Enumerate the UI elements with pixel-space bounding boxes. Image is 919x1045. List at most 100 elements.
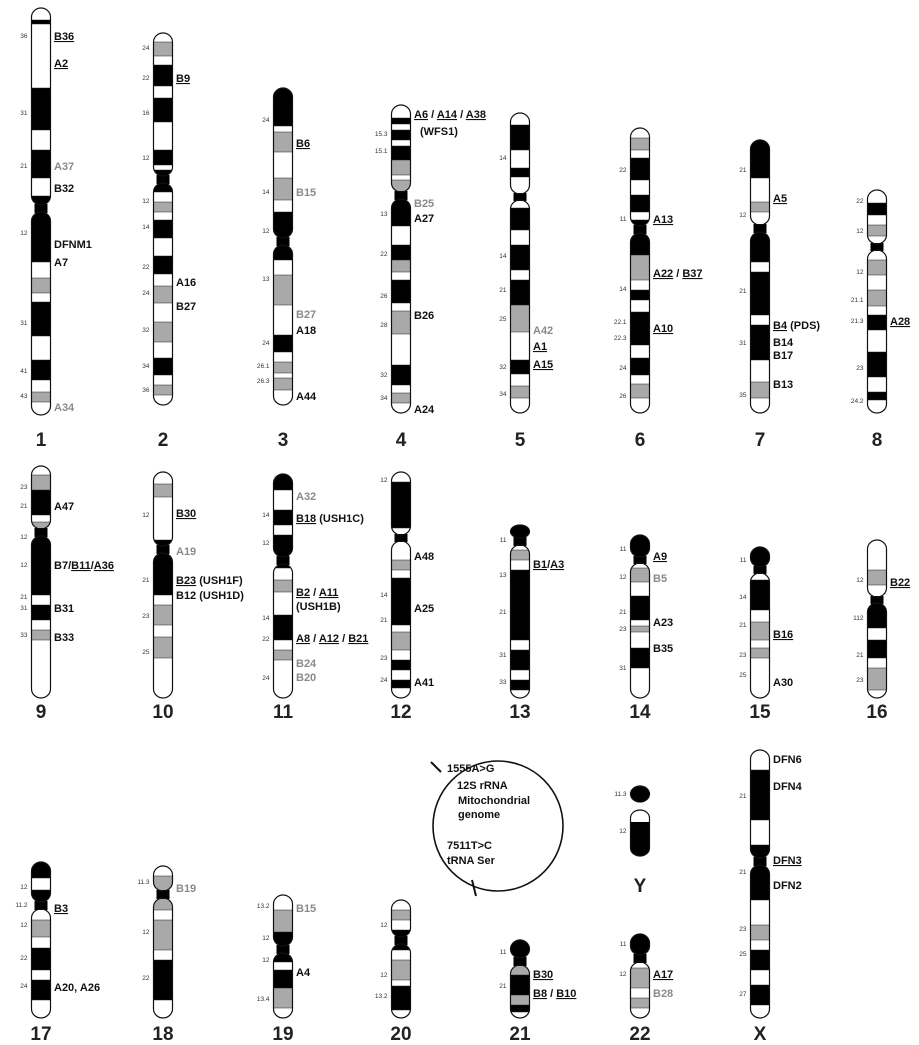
band-stain [392, 175, 411, 180]
band-label: 22 [262, 636, 270, 643]
band-label: 14 [619, 286, 627, 293]
band-stain [392, 930, 411, 937]
band-label: 26 [380, 293, 388, 300]
band-stain [154, 33, 173, 42]
band-stain [32, 278, 51, 293]
locus-label: B3 [54, 903, 68, 915]
band-stain [32, 24, 51, 88]
band-stain [511, 690, 530, 698]
band-label: 21 [739, 288, 747, 295]
band-stain [154, 342, 173, 358]
band-stain [274, 650, 293, 660]
band-stain [751, 925, 770, 940]
band-stain [868, 352, 887, 377]
band-label: 12 [142, 155, 150, 162]
locus-label: B23 (USH1F) [176, 575, 243, 587]
band-stain [868, 570, 887, 585]
band-stain [751, 382, 770, 398]
band-stain [631, 568, 650, 582]
band-stain [751, 622, 770, 640]
band-stain [392, 365, 411, 385]
locus-label: A8 / A12 / B21 [296, 633, 368, 645]
band-stain [274, 568, 293, 580]
band-stain [154, 358, 173, 375]
chromosome-number: Y [634, 876, 647, 897]
locus-label: B36 [54, 31, 74, 43]
chromosome-number: 21 [509, 1024, 531, 1045]
band-label: 24 [380, 677, 388, 684]
band-stain [154, 42, 173, 56]
band-label: 12 [142, 198, 150, 205]
band-stain [274, 660, 293, 698]
band-stain [511, 270, 530, 280]
band-label: 14 [262, 512, 270, 519]
band-stain [32, 490, 51, 515]
band-label: 11 [620, 546, 627, 553]
band-label: 12 [262, 540, 270, 547]
band-stain [154, 192, 173, 202]
band-stain [392, 688, 411, 698]
locus-label: B32 [54, 183, 74, 195]
band-stain [511, 386, 530, 398]
locus-label: A24 [414, 404, 435, 416]
band-stain [511, 208, 530, 230]
band-stain [392, 118, 411, 124]
band-label: 22 [380, 251, 388, 258]
band-stain [32, 20, 51, 24]
band-label: 34 [499, 391, 507, 398]
band-stain [392, 272, 411, 280]
band-stain [32, 178, 51, 196]
band-stain [511, 280, 530, 305]
band-stain [751, 900, 770, 925]
band-label: 11 [620, 941, 627, 948]
band-label: 14 [142, 224, 150, 231]
band-stain [631, 312, 650, 345]
band-stain [392, 650, 411, 660]
band-stain [32, 392, 51, 402]
band-label: 32 [142, 327, 150, 334]
band-stain [392, 980, 411, 986]
band-stain [868, 377, 887, 392]
band-stain [274, 910, 293, 932]
band-label: 25 [739, 951, 747, 958]
band-stain [511, 560, 530, 570]
band-stain [154, 122, 173, 150]
band-label: 12 [142, 512, 150, 519]
band-stain [274, 525, 293, 535]
band-stain [32, 980, 51, 1000]
band-label: 33 [499, 679, 507, 686]
band-stain [868, 603, 887, 628]
band-stain [274, 970, 293, 988]
band-stain [751, 232, 770, 262]
band-stain [154, 385, 173, 395]
locus-label: A13 [653, 214, 673, 226]
band-stain [32, 630, 51, 640]
locus-label: B25 [414, 198, 434, 210]
band-label: 12 [20, 562, 28, 569]
locus-label: A2 [54, 58, 68, 70]
band-stain [154, 98, 173, 122]
band-label: 11.3 [137, 879, 150, 886]
locus-label: B35 [653, 643, 673, 655]
band-stain [154, 86, 173, 98]
band-stain [274, 615, 293, 640]
band-stain [511, 305, 530, 332]
band-stain [274, 962, 293, 970]
band-stain [631, 345, 650, 358]
band-stain [274, 580, 293, 592]
band-stain [32, 948, 51, 970]
band-stain [274, 1008, 293, 1018]
locus-label: A17 [653, 969, 673, 981]
chromosome-6: 22111422.122.32426A13A22 / B37A106 [614, 128, 703, 451]
band-label: 32 [380, 372, 388, 379]
band-stain [392, 226, 411, 245]
band-stain [274, 200, 293, 212]
band-stain [154, 658, 173, 698]
chromosome-number: 8 [872, 430, 883, 451]
chromosome-17: 1211.2122224B3A20, A2617 [15, 862, 100, 1045]
band-stain [274, 178, 293, 200]
chromosome-3: 241412132426.126.3B6B15B27A18A443 [257, 88, 317, 451]
band-stain [631, 290, 650, 300]
band-stain [32, 380, 51, 392]
locus-label: A41 [414, 677, 434, 689]
